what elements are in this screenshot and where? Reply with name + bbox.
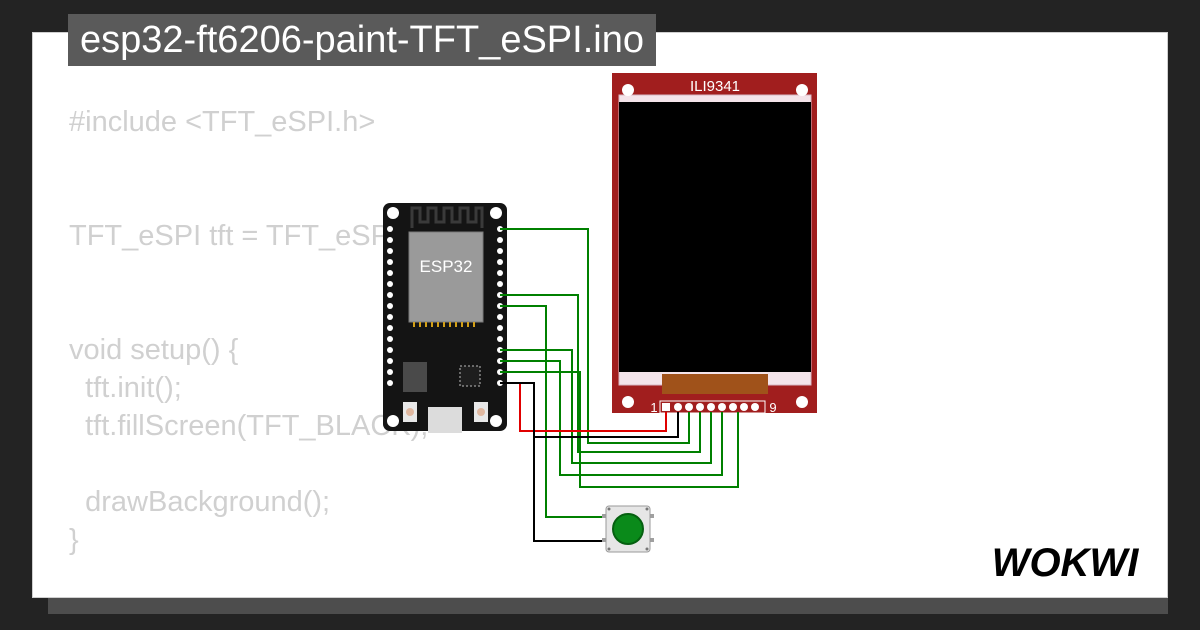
esp32-left-pins [387,226,393,386]
code-line: tft.fillScreen(TFT_BLACK); [69,410,429,442]
display-header [659,400,766,414]
display-pin[interactable] [729,403,737,411]
esp32-chip-label: ESP32 [420,257,473,276]
wire-green[interactable] [500,228,690,444]
pin-label-first: 1 [650,400,657,415]
mount-hole [622,84,634,96]
display-pin[interactable] [740,403,748,411]
usb-uart-chip [459,365,481,387]
code-preview: #include <TFT_eSPI.h> TFT_eSPI tft = TFT… [69,103,428,559]
button-corner [607,547,611,551]
display-model-label: ILI9341 [690,78,740,95]
mount-hole [622,396,634,408]
mount-hole [490,207,502,219]
wire-green[interactable] [500,371,739,488]
esp32-module [409,232,483,322]
code-line: void setup() { [69,334,239,366]
module-castellations [413,322,475,327]
antenna-trace [410,206,484,228]
push-button[interactable] [602,505,654,553]
mount-hole [796,84,808,96]
mount-hole [796,396,808,408]
voltage-regulator [403,362,427,392]
button-corner [645,507,649,511]
wire-green[interactable] [500,360,723,476]
button-cap [477,408,485,416]
wokwi-logo-text: WOKWI [992,541,1140,585]
code-line: #include <TFT_eSPI.h> [69,106,376,138]
display-pin[interactable] [718,403,726,411]
display-pin[interactable] [685,403,693,411]
mount-hole [387,415,399,427]
button-corner [607,507,611,511]
code-line: } [69,524,79,556]
button-cap [406,408,414,416]
mount-hole [387,207,399,219]
display-screen [619,102,811,372]
module-outline [408,231,484,323]
project-title[interactable]: esp32-ft6206-paint-TFT_eSPI.ino [68,14,656,66]
wire-black[interactable] [500,382,602,542]
project-card: #include <TFT_eSPI.h> TFT_eSPI tft = TFT… [32,32,1168,598]
display-pin[interactable] [674,403,682,411]
wire-black[interactable] [534,412,679,438]
mount-hole [490,415,502,427]
wire-green[interactable] [500,349,712,464]
button-cap-green[interactable] [612,513,644,545]
display-pin[interactable] [751,403,759,411]
wire-green[interactable] [500,294,701,453]
code-line: drawBackground(); [69,486,331,518]
display-pin[interactable] [707,403,715,411]
micro-usb-port [428,407,462,433]
esp32-board[interactable]: ESP32 [383,203,507,433]
display-pins [662,403,759,411]
wires [500,228,739,542]
code-line: tft.init(); [69,372,182,404]
button-corner [645,547,649,551]
display-pin[interactable] [662,403,670,411]
wokwi-logo: WOKWI [992,541,1140,585]
display-pin[interactable] [696,403,704,411]
display-ribbon [662,374,768,394]
wire-green[interactable] [500,305,602,518]
ili9341-display[interactable]: ILI9341 1 9 [612,73,817,415]
pin-label-last: 9 [769,400,776,415]
